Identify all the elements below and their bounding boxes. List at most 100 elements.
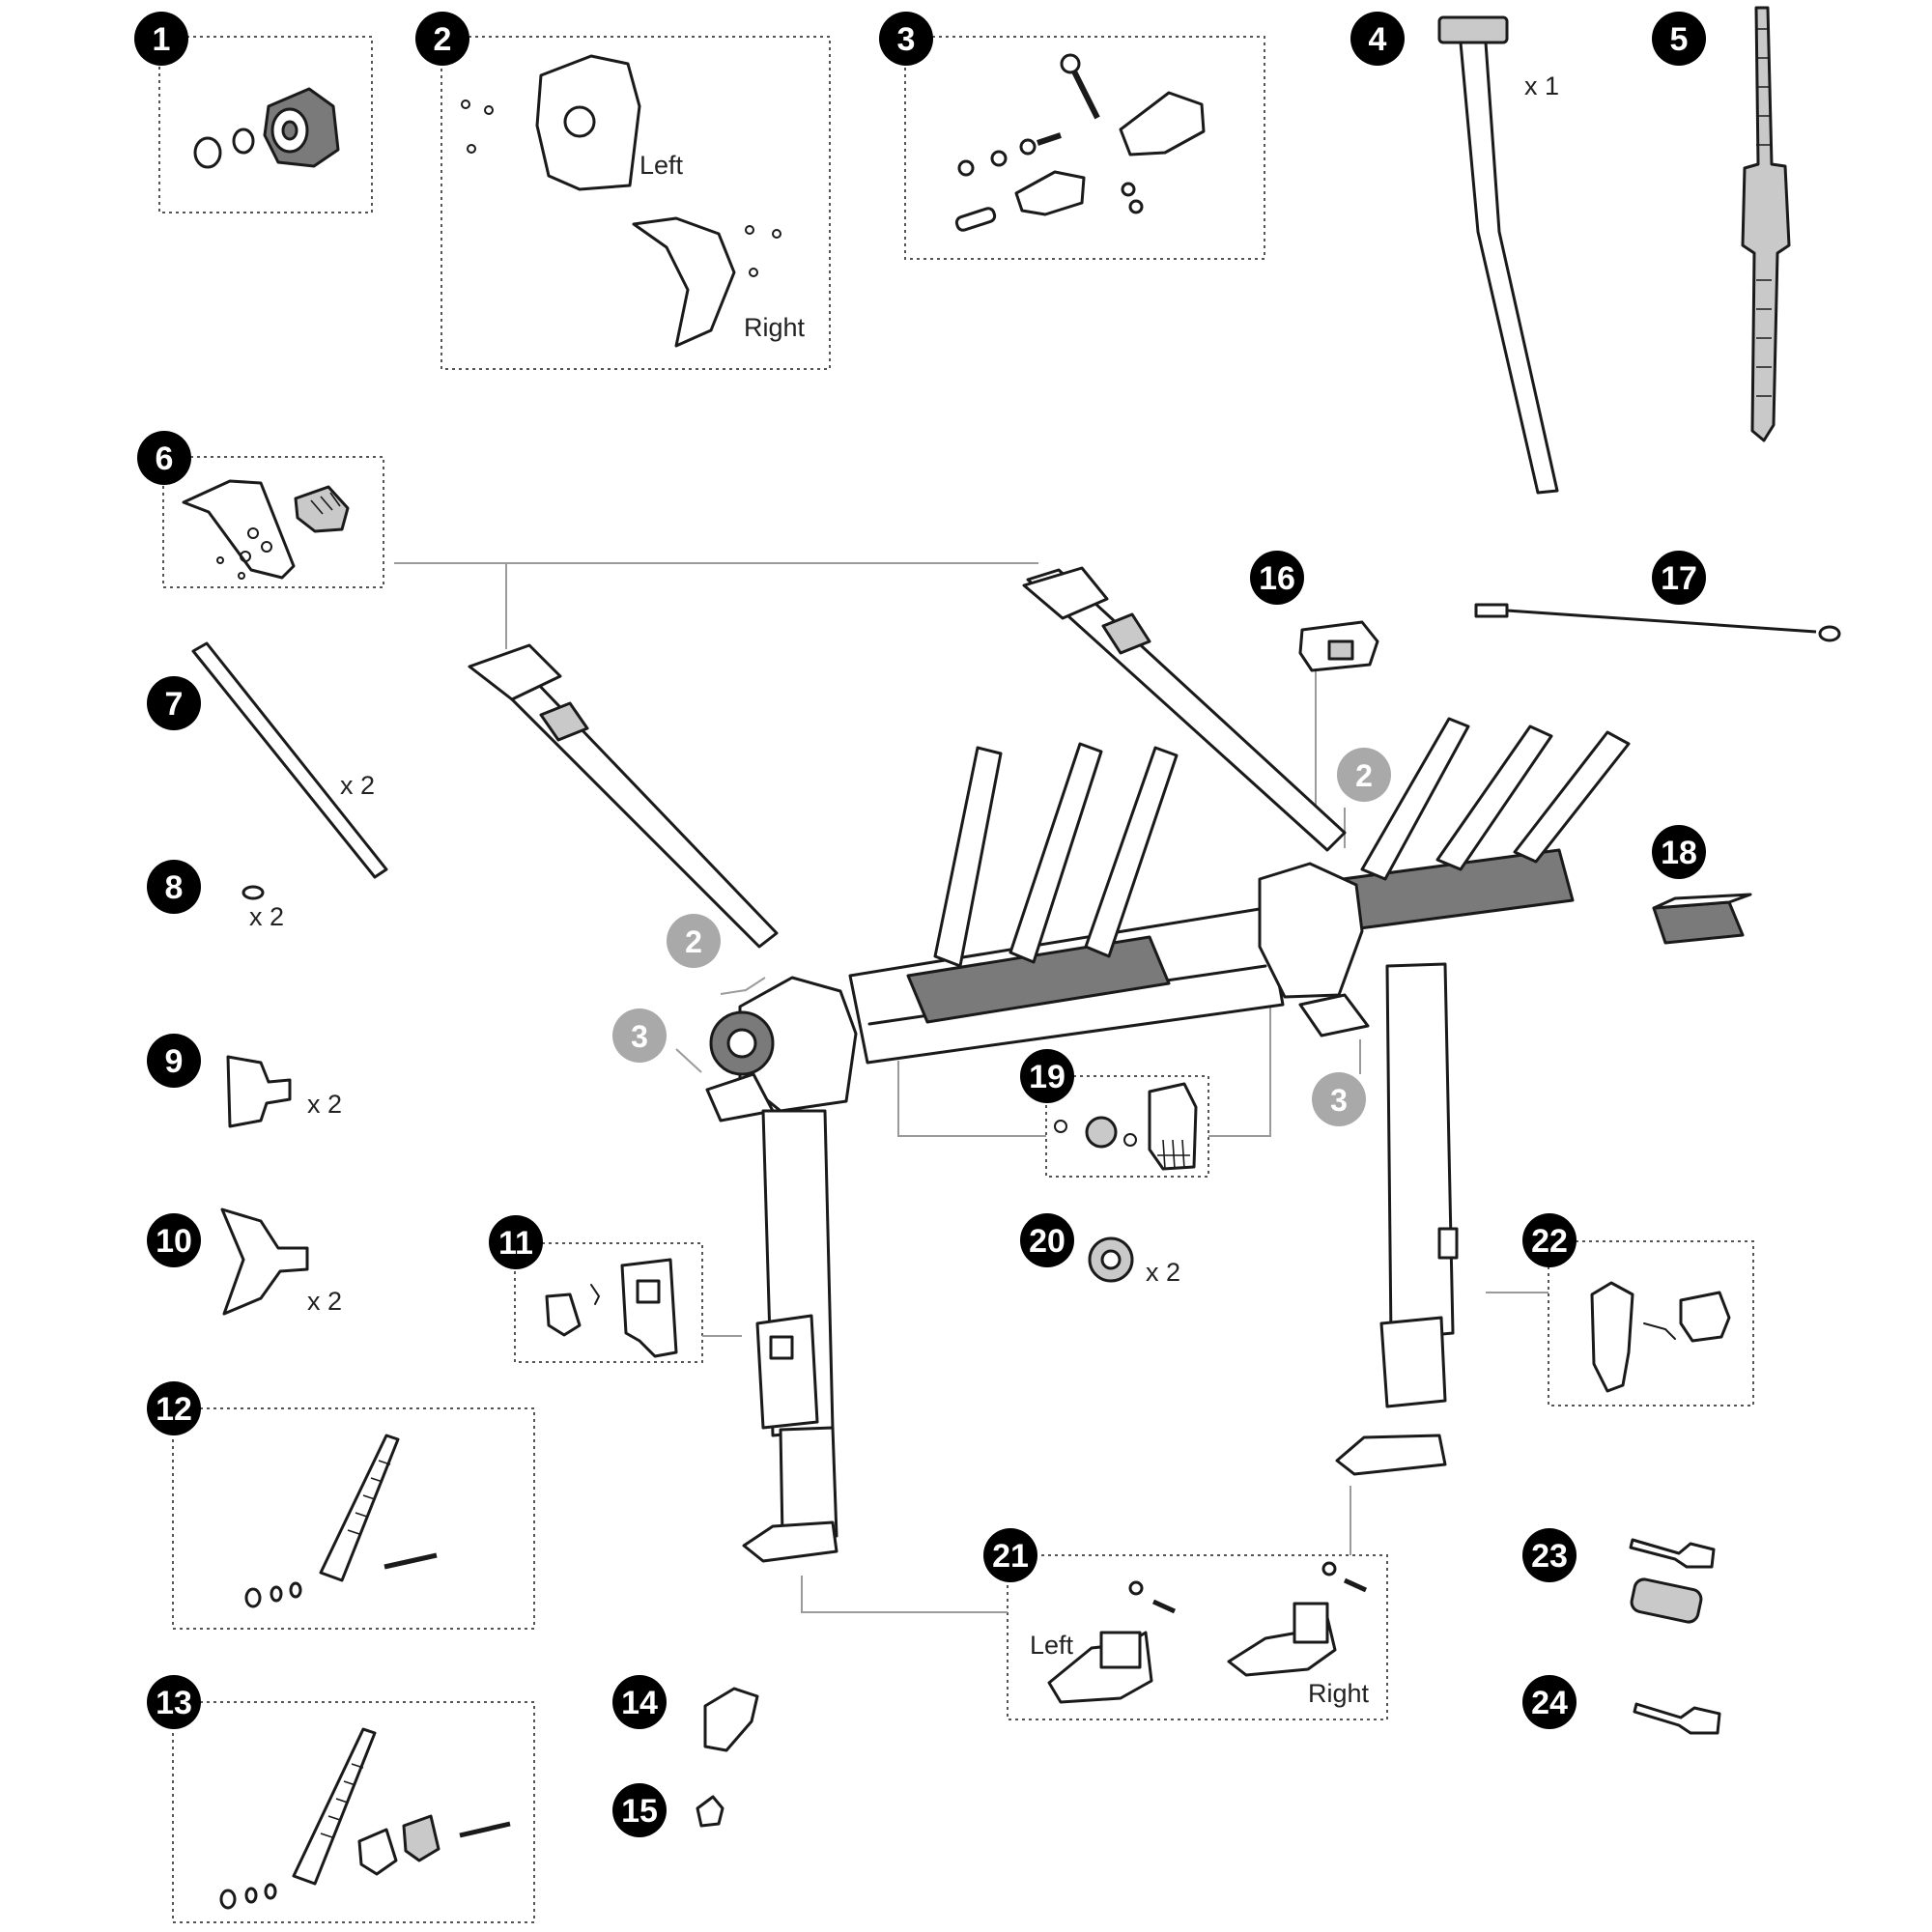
cradle-strap-icon <box>294 485 350 533</box>
nut-icon <box>1019 138 1037 156</box>
svg-text:18: 18 <box>1661 835 1697 871</box>
svg-text:3: 3 <box>631 1019 648 1054</box>
collar-slot-icon <box>1327 639 1354 661</box>
bike-arm-icon <box>933 746 1003 968</box>
right-foot-icon <box>1335 1434 1447 1476</box>
part-box-2 <box>440 36 831 370</box>
knob-face-icon <box>726 1028 757 1059</box>
part-12-arm-kit <box>244 1434 438 1608</box>
spacer-icon <box>954 207 997 232</box>
part-5-ratchet-strap <box>1741 6 1791 442</box>
svg-text:5: 5 <box>1670 21 1689 58</box>
quantity-label: x 2 <box>249 902 284 931</box>
bolt-icon <box>1037 132 1062 146</box>
part-10-handle: x 2 <box>220 1208 342 1316</box>
svg-text:9: 9 <box>165 1043 184 1080</box>
callout-18: 18 <box>1652 825 1706 879</box>
bolt-icon <box>459 1821 511 1838</box>
end-cap-icon <box>226 1055 292 1128</box>
part-14-coupler <box>703 1687 759 1752</box>
gear-icon <box>1085 1116 1118 1149</box>
cradle-hole-icon <box>261 541 272 553</box>
leader-lines <box>394 562 1548 1613</box>
sleeve-top-icon <box>1652 893 1752 910</box>
svg-text:3: 3 <box>1330 1083 1348 1118</box>
callout-4: 4 <box>1350 12 1405 66</box>
svg-text:11: 11 <box>498 1225 533 1262</box>
svg-text:1: 1 <box>153 21 171 58</box>
screw-icon <box>467 144 476 154</box>
svg-text:4: 4 <box>1369 21 1387 58</box>
part-box-22 <box>1548 1240 1754 1406</box>
screw-icon <box>749 268 758 277</box>
svg-text:10: 10 <box>156 1223 192 1260</box>
hinge-plate-icon <box>1148 1082 1198 1171</box>
block-icon <box>357 1828 398 1876</box>
svg-text:17: 17 <box>1661 560 1697 597</box>
callout-16: 16 <box>1250 551 1304 605</box>
cradle-hole-icon <box>240 551 251 562</box>
bolt-icon <box>1151 1599 1177 1614</box>
clamp-icon <box>1119 91 1206 156</box>
coupler-icon <box>703 1687 759 1752</box>
callout-1: 1 <box>134 12 188 66</box>
svg-text:16: 16 <box>1259 560 1295 597</box>
callout-5: 5 <box>1652 12 1706 66</box>
callout-15: 15 <box>612 1783 667 1837</box>
cover-hole-icon <box>563 105 596 138</box>
screw-icon <box>461 99 470 109</box>
svg-text:12: 12 <box>156 1391 192 1428</box>
bracket-icon <box>620 1258 678 1358</box>
svg-text:2: 2 <box>1355 758 1373 793</box>
bike-arm-icon <box>1009 742 1103 964</box>
assembly-ref-badge: 3 <box>1312 1072 1366 1126</box>
right-cover-icon <box>632 216 736 348</box>
nut-icon <box>1128 199 1144 214</box>
washer-icon <box>1123 1133 1137 1147</box>
nut-icon <box>1121 182 1136 197</box>
svg-text:14: 14 <box>621 1685 658 1721</box>
right-leg-latch-icon <box>1437 1227 1459 1260</box>
part-2-covers: Left Right <box>461 54 806 348</box>
part-21-feet: Left Right <box>1030 1561 1370 1708</box>
hinge-teeth-icon <box>1157 1139 1190 1170</box>
leader-line <box>801 1576 1008 1613</box>
cap-icon <box>696 1795 724 1828</box>
part-box-6 <box>162 456 384 588</box>
cable-end-icon <box>1474 603 1509 618</box>
callout-13: 13 <box>147 1675 201 1729</box>
part-24-key <box>1633 1702 1721 1735</box>
latch-block-icon <box>1679 1291 1731 1343</box>
screw-icon <box>216 556 224 564</box>
cradle-strap-teeth-icon <box>310 492 341 515</box>
quantity-label: x 2 <box>340 771 375 800</box>
bike-arm-icon <box>1513 730 1631 864</box>
part-18-sleeve <box>1652 893 1752 945</box>
callout-20: 20 <box>1020 1213 1074 1267</box>
quantity-label: x 1 <box>1524 71 1559 100</box>
callout-8: 8 <box>147 860 201 914</box>
right-cradle-icon <box>1022 566 1109 620</box>
leader-line <box>675 1048 702 1073</box>
part-boxes <box>158 36 1754 1923</box>
cable-end-icon <box>1818 625 1841 642</box>
svg-text:20: 20 <box>1029 1223 1065 1260</box>
left-foot-icon <box>742 1520 838 1563</box>
part-11-clips <box>545 1258 678 1358</box>
callout-12: 12 <box>147 1381 201 1435</box>
part-23-lock-set <box>1629 1538 1716 1624</box>
left-label: Left <box>1030 1631 1074 1660</box>
right-hub-icon <box>1258 862 1364 999</box>
screw-icon <box>772 229 781 239</box>
part-box-19 <box>1045 1075 1209 1178</box>
svg-text:24: 24 <box>1531 1685 1568 1721</box>
callout-14: 14 <box>612 1675 667 1729</box>
part-3-clamp-hardware <box>954 53 1206 232</box>
arm-strap-icon <box>319 1434 400 1582</box>
part-15-cap <box>696 1795 724 1828</box>
part-13-arm-kit <box>219 1727 511 1910</box>
assembly-ref-badge: 2 <box>667 914 721 968</box>
strap-body-icon <box>1459 41 1559 495</box>
lower-clamp-icon <box>1298 993 1370 1037</box>
